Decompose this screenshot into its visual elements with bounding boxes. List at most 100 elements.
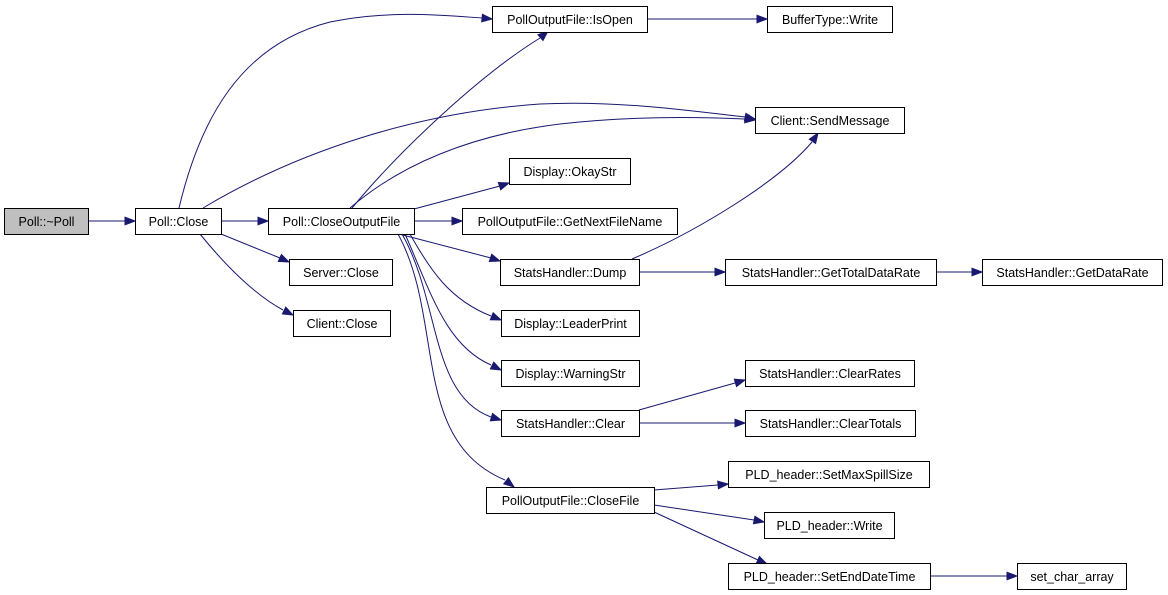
node-box[interactable] [501,410,640,437]
node-next-file-name[interactable]: PollOutputFile::GetNextFileName [462,208,678,235]
node-box[interactable] [728,461,930,488]
node-box[interactable] [4,208,89,235]
node-box[interactable] [745,360,915,387]
node-close-file[interactable]: PollOutputFile::CloseFile [486,487,655,514]
edge-close-output-file-to-stats-dump [398,233,502,262]
node-label: StatsHandler::Clear [516,417,625,431]
edge-stats-dump-to-total-data-rate [639,267,727,277]
arrowhead [502,476,516,488]
node-box[interactable] [501,360,640,387]
edge-close-output-file-to-leader-print [409,233,503,321]
node-box[interactable] [486,487,655,514]
node-label: PollOutputFile::GetNextFileName [478,215,663,229]
node-label: Display::OkayStr [523,165,616,179]
node-label: Server::Close [303,266,379,280]
node-box[interactable] [728,563,931,590]
arrowhead [497,182,511,191]
edge-line [351,37,541,209]
edge-stats-clear-to-clear-totals [639,418,747,428]
node-box[interactable] [293,310,391,337]
node-total-data-rate[interactable]: StatsHandler::GetTotalDataRate [725,259,937,286]
arrowhead [808,131,819,145]
node-label: Poll::~Poll [19,215,75,229]
edge-is-open-to-buffer-write [647,14,769,24]
edge-poll-dtor-to-poll-close [88,216,137,226]
node-okay-str[interactable]: Display::OkayStr [509,158,631,185]
edge-line [653,511,759,561]
edge-close-file-to-set-max-spill [653,480,730,491]
node-set-end-date[interactable]: PLD_header::SetEndDateTime [728,563,931,590]
arrowhead [971,267,984,277]
node-poll-close[interactable]: Poll::Close [135,208,222,235]
edge-close-file-to-set-end-date [653,511,769,565]
node-leader-print[interactable]: Display::LeaderPrint [501,310,640,337]
node-clear-totals[interactable]: StatsHandler::ClearTotals [745,410,916,437]
arrowhead [717,480,730,490]
node-box[interactable] [268,208,415,235]
arrowhead [257,216,270,226]
arrowhead [1006,571,1019,581]
node-client-close[interactable]: Client::Close [293,310,391,337]
node-box[interactable] [755,107,905,134]
node-box[interactable] [767,6,893,33]
arrowhead [281,306,295,316]
node-poll-dtor[interactable]: Poll::~Poll [4,208,89,235]
edge-close-file-to-pld-write [653,504,766,525]
edge-close-output-file-to-warning-str [404,233,503,371]
node-clear-rates[interactable]: StatsHandler::ClearRates [745,360,915,387]
node-label: PLD_header::SetMaxSpillSize [745,468,912,482]
edge-line [202,102,746,209]
node-box[interactable] [725,259,937,286]
node-set-char-array[interactable]: set_char_array [1017,563,1127,590]
node-label: StatsHandler::Dump [514,266,627,280]
arrowhead [714,267,727,277]
node-label: Poll::Close [149,215,209,229]
edge-line [653,484,719,491]
node-buffer-write[interactable]: BufferType::Write [767,6,893,33]
edge-poll-close-to-is-open [178,13,494,209]
node-box[interactable] [492,6,648,33]
edge-line [397,233,506,481]
edge-poll-close-to-server-close [220,233,291,263]
arrowhead [733,378,747,388]
arrowhead [755,555,769,565]
node-stats-dump[interactable]: StatsHandler::Dump [500,259,640,286]
node-box[interactable] [745,410,916,437]
node-label: Poll::CloseOutputFile [283,215,400,229]
node-box[interactable] [289,259,393,286]
node-box[interactable] [764,512,895,539]
node-is-open[interactable]: PollOutputFile::IsOpen [492,6,648,33]
node-box[interactable] [500,259,640,286]
edge-stats-clear-to-clear-rates [638,378,747,411]
edge-close-output-file-to-okay-str [413,182,511,210]
edge-total-data-rate-to-data-rate [936,267,984,277]
arrowhead [124,216,137,226]
node-label: StatsHandler::ClearTotals [760,417,902,431]
node-send-message[interactable]: Client::SendMessage [755,107,905,134]
node-set-max-spill[interactable]: PLD_header::SetMaxSpillSize [728,461,930,488]
edge-set-end-date-to-set-char-array [930,571,1019,581]
arrowhead [744,114,757,124]
node-stats-clear[interactable]: StatsHandler::Clear [501,410,640,437]
node-box[interactable] [509,158,631,185]
node-close-output-file[interactable]: Poll::CloseOutputFile [268,208,415,235]
arrowhead [734,418,747,428]
node-label: PLD_header::SetEndDateTime [744,570,916,584]
node-label: BufferType::Write [782,13,878,27]
edge-line [398,233,492,259]
node-box[interactable] [501,310,640,337]
node-warning-str[interactable]: Display::WarningStr [501,360,640,387]
edge-line [631,141,813,260]
edge-line [199,233,284,311]
edge-line [404,233,492,366]
edge-line [178,13,483,209]
node-data-rate[interactable]: StatsHandler::GetDataRate [982,259,1163,286]
node-pld-write[interactable]: PLD_header::Write [764,512,895,539]
node-box[interactable] [1017,563,1127,590]
node-box[interactable] [135,208,222,235]
node-label: Display::LeaderPrint [514,317,627,331]
node-box[interactable] [462,208,678,235]
node-box[interactable] [982,259,1163,286]
call-graph-edges [88,13,1019,581]
node-server-close[interactable]: Server::Close [289,259,393,286]
